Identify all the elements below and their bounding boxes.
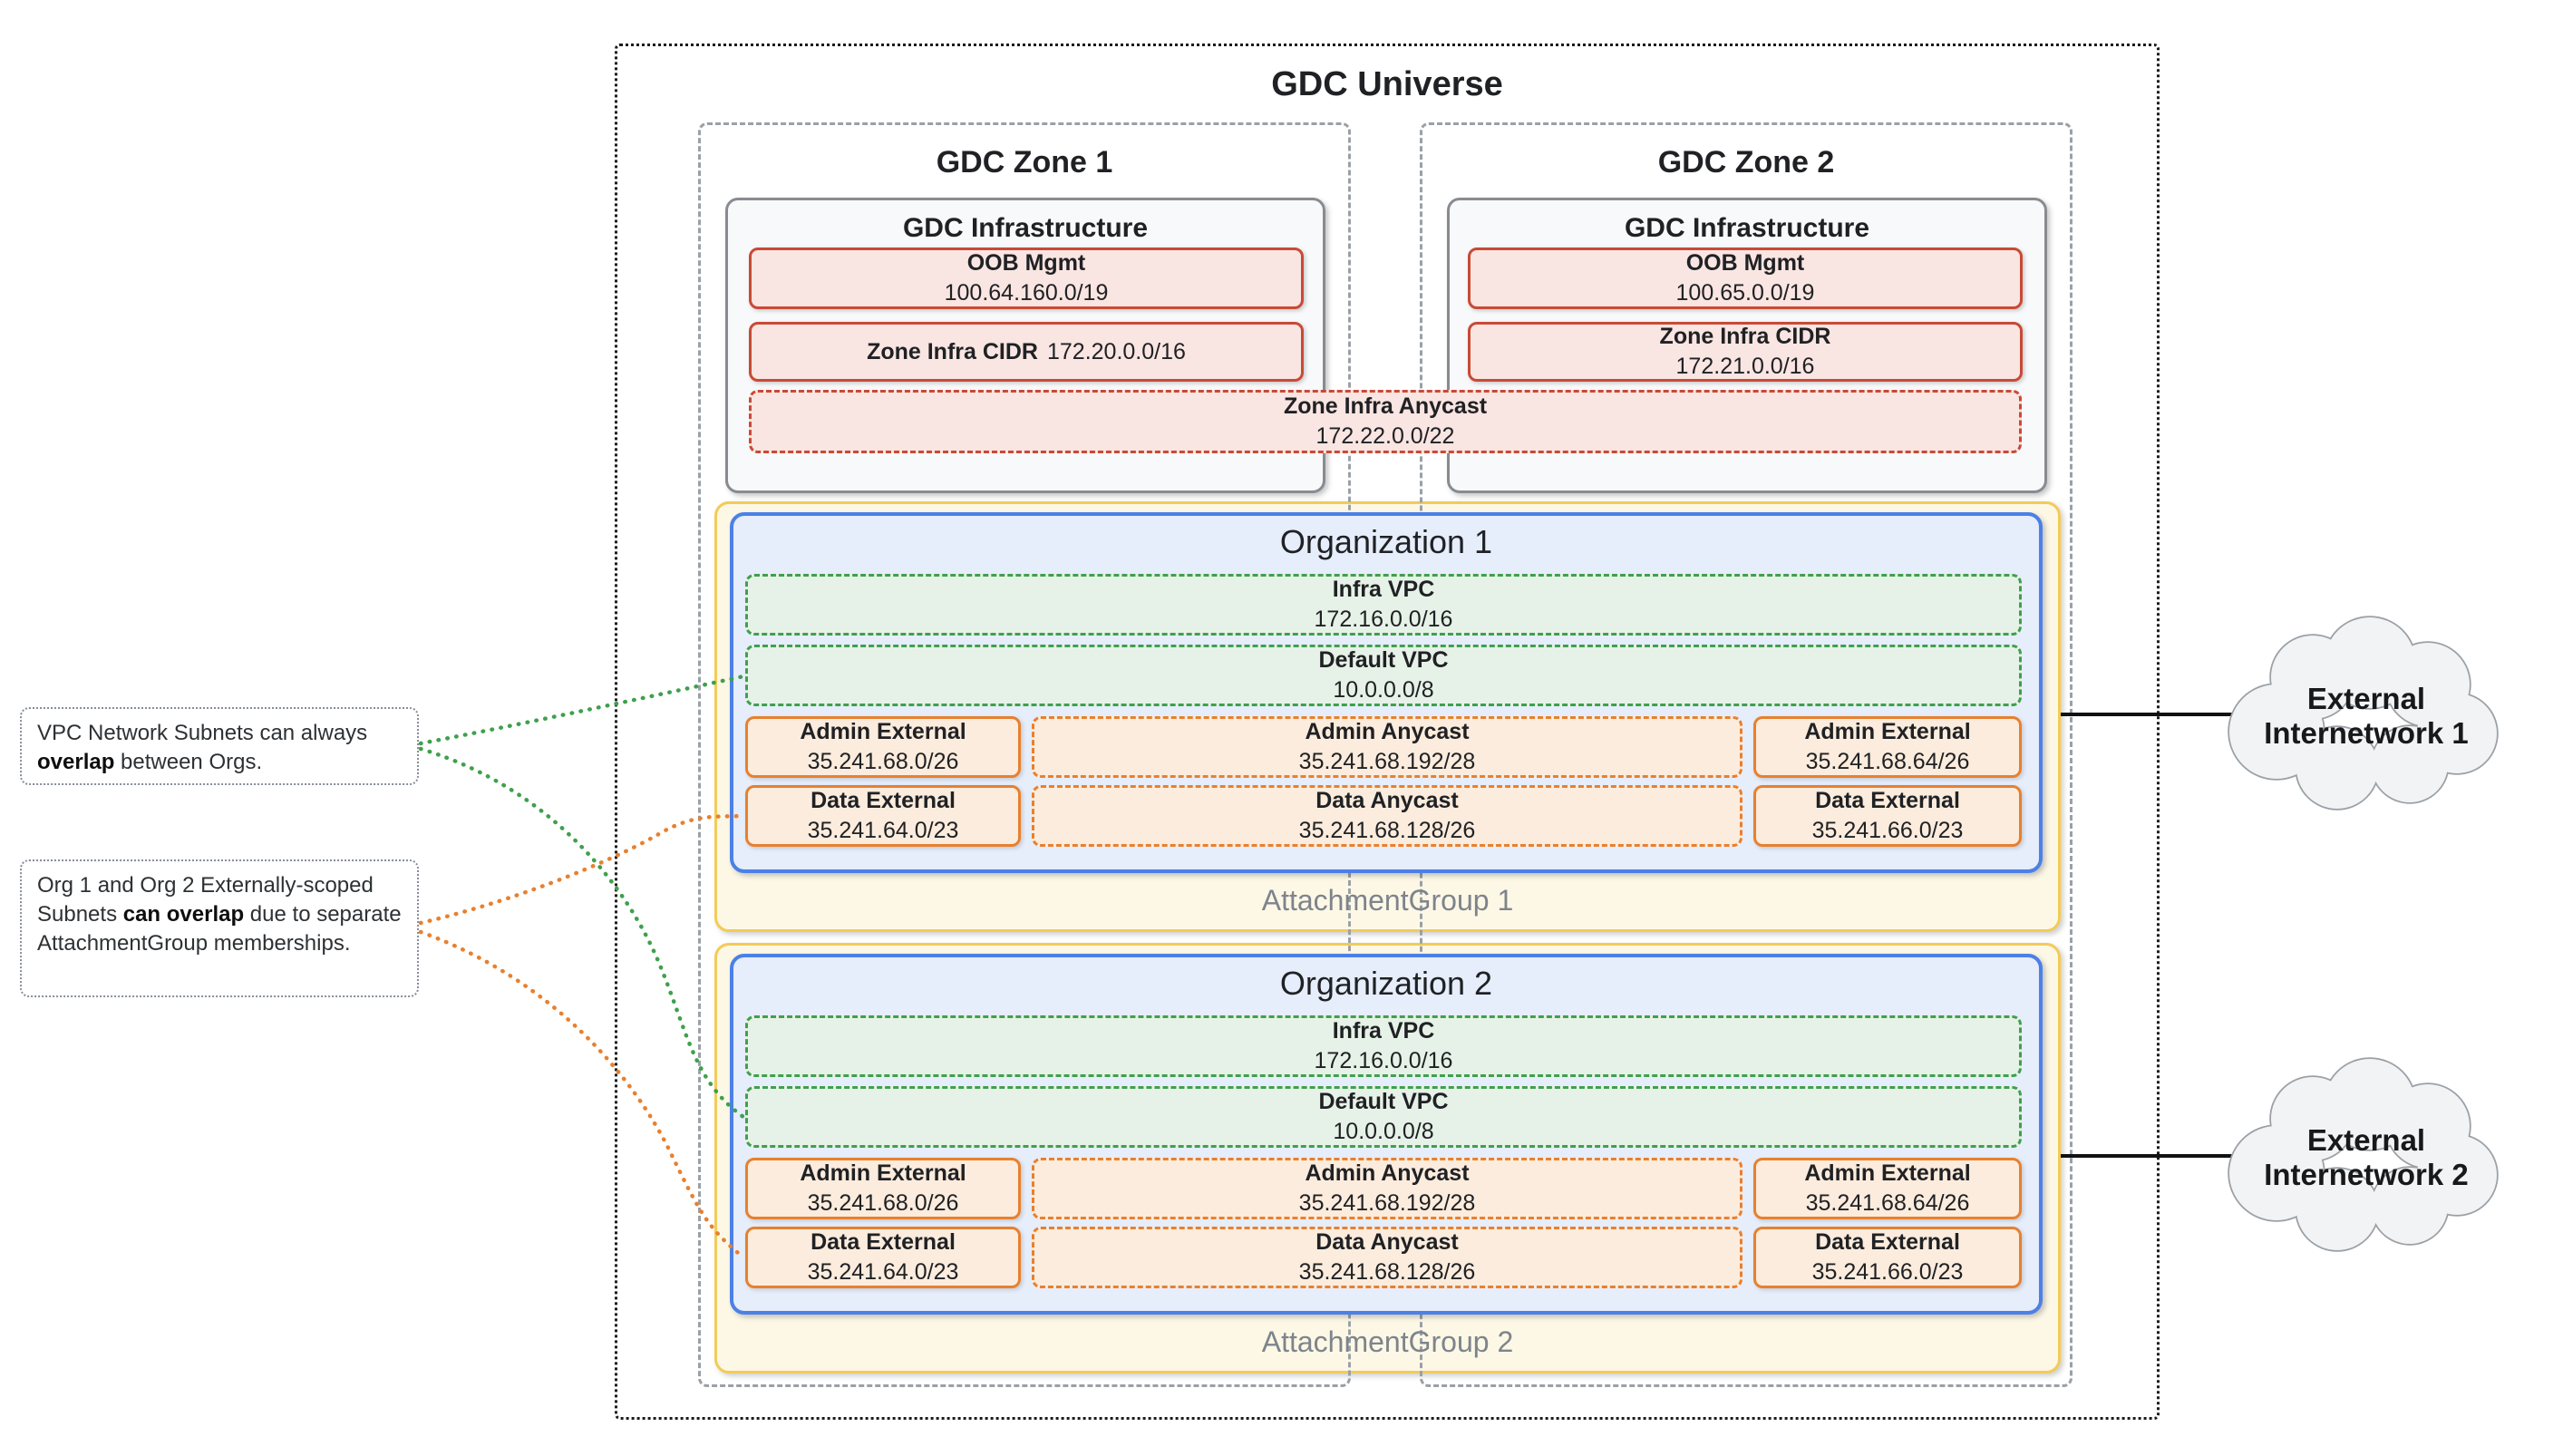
- zone-1-oob-mgmt-box: OOB Mgmt 100.64.160.0/19: [749, 248, 1304, 309]
- zone-2-oob-mgmt-box: OOB Mgmt 100.65.0.0/19: [1468, 248, 2023, 309]
- note-2-text-after: due to separate AttachmentGroup membersh…: [37, 902, 402, 956]
- org2-admin-external-left-box: Admin External 35.241.68.0/26: [745, 1158, 1021, 1219]
- zone-2-infra-cidr-value: 172.21.0.0/16: [1675, 354, 1815, 379]
- org2-admin-anycast-label: Admin Anycast: [1305, 1160, 1470, 1186]
- org2-data-external-left-cidr: 35.241.64.0/23: [807, 1259, 959, 1285]
- org2-data-external-left-label: Data External: [811, 1229, 956, 1255]
- cloud-2-line-2: Internetwork 2: [2264, 1158, 2469, 1191]
- org1-data-external-right-cidr: 35.241.66.0/23: [1811, 818, 1964, 843]
- org2-data-external-right-box: Data External 35.241.66.0/23: [1753, 1227, 2022, 1288]
- organization-1-box: Organization 1 Infra VPC 172.16.0.0/16 D…: [730, 512, 2043, 873]
- note-external-overlap: Org 1 and Org 2 Externally-scoped Subnet…: [20, 859, 419, 997]
- note-2-bold-text: can overlap: [122, 902, 245, 927]
- org2-default-vpc-box: Default VPC 10.0.0.0/8: [745, 1086, 2022, 1148]
- zone-1-infra-cidr-box: Zone Infra CIDR 172.20.0.0/16: [749, 322, 1304, 382]
- zone-1-infra-cidr-value: 172.20.0.0/16: [1046, 338, 1186, 364]
- zone-1-infrastructure-title: GDC Infrastructure: [902, 213, 1149, 243]
- organization-2-title: Organization 2: [1279, 965, 1493, 1002]
- zone-infra-anycast-label: Zone Infra Anycast: [1283, 393, 1488, 419]
- attachment-group-2-label: AttachmentGroup 2: [1261, 1325, 1514, 1358]
- note-1-bold-text: overlap: [37, 750, 115, 774]
- org1-infra-vpc-cidr: 172.16.0.0/16: [1314, 607, 1453, 632]
- gdc-zone-2-title: GDC Zone 2: [1657, 145, 1835, 180]
- org1-admin-anycast-cidr: 35.241.68.192/28: [1298, 749, 1476, 774]
- note-2-text: Org 1 and Org 2 Externally-scoped Subnet…: [37, 873, 374, 927]
- org2-admin-external-right-box: Admin External 35.241.68.64/26: [1753, 1158, 2022, 1219]
- org1-data-anycast-cidr: 35.241.68.128/26: [1298, 818, 1476, 843]
- org1-data-external-left-box: Data External 35.241.64.0/23: [745, 785, 1021, 847]
- org2-default-vpc-cidr: 10.0.0.0/8: [1333, 1119, 1434, 1144]
- org1-data-external-left-label: Data External: [811, 788, 956, 813]
- org2-admin-external-right-label: Admin External: [1804, 1160, 1971, 1186]
- zone-1-oob-mgmt-cidr: 100.64.160.0/19: [944, 280, 1109, 306]
- note-1-text: VPC Network Subnets can always: [37, 721, 368, 745]
- org2-data-anycast-box: Data Anycast 35.241.68.128/26: [1032, 1227, 1742, 1288]
- org1-admin-anycast-box: Admin Anycast 35.241.68.192/28: [1032, 716, 1742, 778]
- org2-infra-vpc-box: Infra VPC 172.16.0.0/16: [745, 1015, 2022, 1077]
- org1-admin-external-right-cidr: 35.241.68.64/26: [1805, 749, 1970, 774]
- org1-admin-external-right-box: Admin External 35.241.68.64/26: [1753, 716, 2022, 778]
- org1-admin-external-left-cidr: 35.241.68.0/26: [807, 749, 959, 774]
- org1-infra-vpc-box: Infra VPC 172.16.0.0/16: [745, 574, 2022, 636]
- zone-1-infra-cidr-label: Zone Infra CIDR: [867, 338, 1038, 364]
- org1-default-vpc-label: Default VPC: [1318, 647, 1449, 673]
- external-internetwork-2-label: External Internetwork 2: [2221, 1123, 2511, 1192]
- cloud-1-line-1: External: [2306, 682, 2426, 715]
- org1-admin-external-left-label: Admin External: [800, 719, 966, 744]
- org1-data-anycast-label: Data Anycast: [1315, 788, 1459, 813]
- org1-data-external-left-cidr: 35.241.64.0/23: [807, 818, 959, 843]
- zone-infra-anycast-value: 172.22.0.0/22: [1315, 423, 1455, 449]
- org2-admin-external-right-cidr: 35.241.68.64/26: [1805, 1190, 1970, 1216]
- note-1-text-after: between Orgs.: [114, 750, 263, 774]
- org2-admin-external-left-cidr: 35.241.68.0/26: [807, 1190, 959, 1216]
- external-internetwork-1-label: External Internetwork 1: [2221, 682, 2511, 751]
- org1-default-vpc-cidr: 10.0.0.0/8: [1333, 677, 1434, 703]
- cloud-1-line-2: Internetwork 1: [2264, 716, 2469, 750]
- zone-2-oob-mgmt-label: OOB Mgmt: [1685, 250, 1805, 276]
- zone-1-oob-mgmt-label: OOB Mgmt: [966, 250, 1086, 276]
- org1-infra-vpc-label: Infra VPC: [1332, 577, 1435, 602]
- org2-infra-vpc-cidr: 172.16.0.0/16: [1314, 1048, 1453, 1073]
- note-vpc-overlap: VPC Network Subnets can always overlap b…: [20, 707, 419, 785]
- org2-data-anycast-label: Data Anycast: [1315, 1229, 1459, 1255]
- org2-data-external-right-cidr: 35.241.66.0/23: [1811, 1259, 1964, 1285]
- organization-1-title: Organization 1: [1279, 523, 1493, 560]
- org1-admin-anycast-label: Admin Anycast: [1305, 719, 1470, 744]
- org2-admin-external-left-label: Admin External: [800, 1160, 966, 1186]
- zone-2-oob-mgmt-cidr: 100.65.0.0/19: [1675, 280, 1815, 306]
- org2-data-external-right-label: Data External: [1815, 1229, 1960, 1255]
- org1-data-external-right-label: Data External: [1815, 788, 1960, 813]
- organization-2-box: Organization 2 Infra VPC 172.16.0.0/16 D…: [730, 954, 2043, 1315]
- org2-admin-anycast-cidr: 35.241.68.192/28: [1298, 1190, 1476, 1216]
- org1-default-vpc-box: Default VPC 10.0.0.0/8: [745, 645, 2022, 706]
- org1-admin-external-right-label: Admin External: [1804, 719, 1971, 744]
- cloud-2-line-1: External: [2306, 1123, 2426, 1157]
- org2-infra-vpc-label: Infra VPC: [1332, 1018, 1435, 1043]
- org1-data-anycast-box: Data Anycast 35.241.68.128/26: [1032, 785, 1742, 847]
- zone-2-infra-cidr-box: Zone Infra CIDR 172.21.0.0/16: [1468, 322, 2023, 382]
- zone-infra-anycast-box: Zone Infra Anycast 172.22.0.0/22: [749, 390, 2022, 453]
- org2-admin-anycast-box: Admin Anycast 35.241.68.192/28: [1032, 1158, 1742, 1219]
- org2-default-vpc-label: Default VPC: [1318, 1089, 1449, 1114]
- zone-2-infrastructure-title: GDC Infrastructure: [1624, 213, 1870, 243]
- org2-data-anycast-cidr: 35.241.68.128/26: [1298, 1259, 1476, 1285]
- gdc-universe-title: GDC Universe: [1271, 65, 1503, 103]
- zone-2-infra-cidr-label: Zone Infra CIDR: [1659, 324, 1831, 349]
- gdc-zone-1-title: GDC Zone 1: [936, 145, 1113, 180]
- attachment-group-1-label: AttachmentGroup 1: [1261, 884, 1514, 917]
- org1-data-external-right-box: Data External 35.241.66.0/23: [1753, 785, 2022, 847]
- org1-admin-external-left-box: Admin External 35.241.68.0/26: [745, 716, 1021, 778]
- org2-data-external-left-box: Data External 35.241.64.0/23: [745, 1227, 1021, 1288]
